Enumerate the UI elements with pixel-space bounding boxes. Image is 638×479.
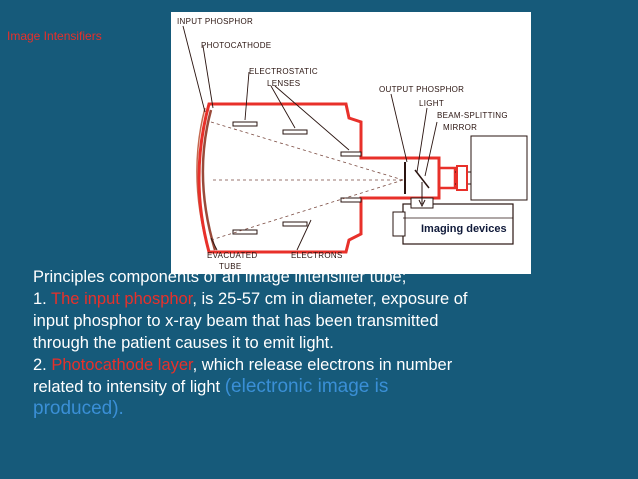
item-1-text: , is 25-57 cm in diameter, exposure of bbox=[192, 290, 468, 308]
body-text: Principles components of an image intens… bbox=[33, 266, 623, 420]
tube-outline bbox=[197, 102, 441, 254]
lens-plate bbox=[282, 221, 308, 227]
item-1-line-3: through the patient causes it to emit li… bbox=[33, 334, 334, 352]
item-2-line-3: produced). bbox=[33, 398, 623, 420]
item-2-text-2: related to intensity of light bbox=[33, 378, 225, 396]
camera-body bbox=[470, 135, 528, 201]
lens-plate bbox=[340, 197, 362, 203]
label-imaging-devices: Imaging devices bbox=[421, 223, 507, 235]
label-mirror: MIRROR bbox=[443, 123, 477, 132]
photocathode-curve bbox=[201, 109, 217, 251]
camera-housing bbox=[437, 166, 457, 190]
heading-line: Principles components of an image intens… bbox=[33, 268, 407, 286]
label-photocathode: PHOTOCATHODE bbox=[201, 41, 271, 50]
item-1-number: 1. bbox=[33, 290, 52, 308]
slide-title: Image Intensifiers bbox=[7, 29, 102, 43]
item-2-number: 2. bbox=[33, 356, 52, 374]
label-input-phosphor: INPUT PHOSPHOR bbox=[177, 17, 253, 26]
lens-plate bbox=[232, 121, 258, 127]
photocathode-term: Photocathode layer bbox=[51, 356, 193, 374]
lens-plate bbox=[232, 229, 258, 235]
label-light: LIGHT bbox=[419, 99, 444, 108]
label-tube: TUBE bbox=[219, 262, 242, 271]
electronic-image-note: (electronic image is bbox=[224, 376, 389, 397]
label-beam-splitting: BEAM-SPLITTING bbox=[437, 111, 508, 120]
item-2-text: , which release electrons in number bbox=[192, 356, 453, 374]
item-2-line-2: related to intensity of light (electroni… bbox=[33, 376, 623, 398]
label-lenses: LENSES bbox=[267, 79, 300, 88]
item-2-line-1: 2. Photocathode layer, which release ele… bbox=[33, 354, 623, 376]
label-output-phosphor: OUTPUT PHOSPHOR bbox=[379, 85, 464, 94]
image-intensifier-diagram: INPUT PHOSPHOR PHOTOCATHODE ELECTROSTATI… bbox=[171, 12, 531, 274]
lens-plate bbox=[340, 151, 362, 157]
label-electrons: ELECTRONS bbox=[291, 251, 343, 260]
input-phosphor-term: The input phosphor bbox=[51, 290, 193, 308]
electronic-image-note-end: produced). bbox=[33, 398, 124, 419]
lens-plate bbox=[282, 129, 308, 135]
item-1-line-2: input phosphor to x-ray beam that has be… bbox=[33, 312, 439, 330]
beam-splitting-mirror bbox=[414, 169, 430, 189]
label-electrostatic: ELECTROSTATIC bbox=[249, 67, 318, 76]
label-evacuated: EVACUATED bbox=[207, 251, 257, 260]
item-1-line-1: 1. The input phosphor, is 25-57 cm in di… bbox=[33, 288, 623, 310]
diagram-svg: INPUT PHOSPHOR PHOTOCATHODE ELECTROSTATI… bbox=[177, 17, 528, 271]
imaging-device-box bbox=[402, 203, 514, 245]
